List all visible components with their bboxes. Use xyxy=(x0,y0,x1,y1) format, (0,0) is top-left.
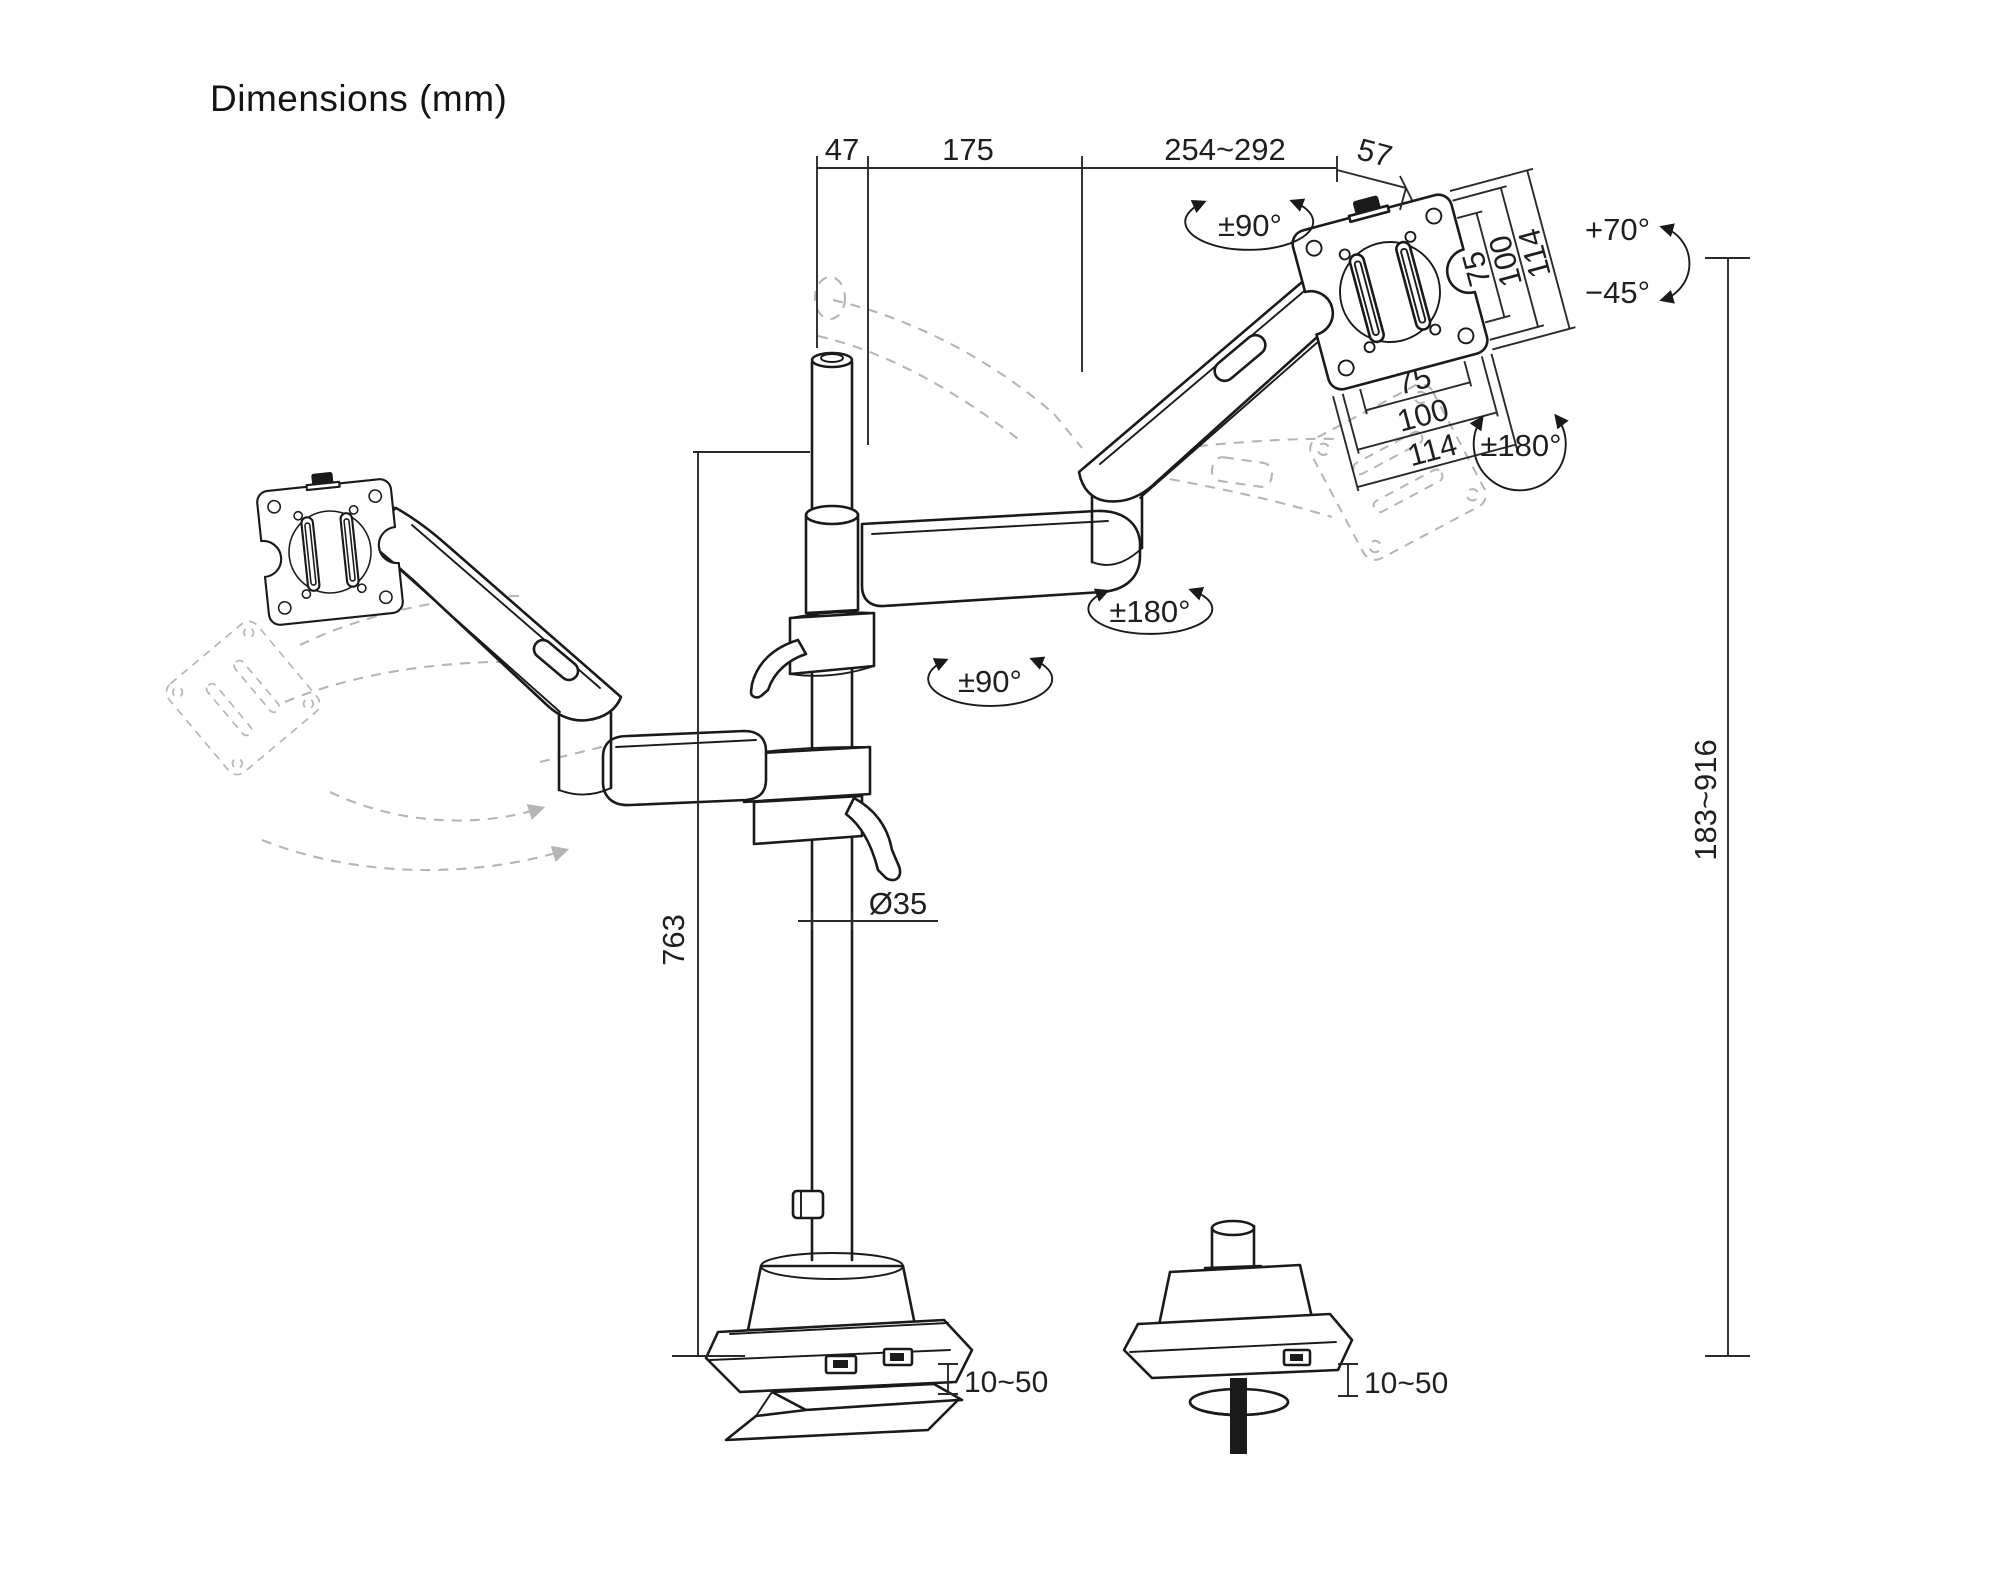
dim-clamp-range: 10~50 xyxy=(964,1366,1048,1399)
desk-thickness-right: 10~50 xyxy=(1338,1363,1448,1400)
page-title: Dimensions (mm) xyxy=(210,78,508,119)
upper-lever xyxy=(749,638,808,699)
angle-swivel-top: ±90° xyxy=(1218,208,1282,243)
cable-clip xyxy=(791,1189,825,1220)
ghost-right-arm-raised xyxy=(813,275,1083,449)
dim-arm-link: 175 xyxy=(942,132,994,167)
usb-ports xyxy=(824,1347,914,1375)
left-arm xyxy=(358,503,768,807)
rotation-indicators: ±90° ±180° ±90° ±180° +70° −45° xyxy=(927,198,1691,707)
dim-pole-diameter: Ø35 xyxy=(869,886,928,921)
dim-vesa-depth: 57 xyxy=(1354,131,1396,174)
angle-swivel-arm: ±180° xyxy=(1109,594,1190,629)
vesa-side-dimensions: 75 100 114 xyxy=(1449,167,1576,351)
pole-height-dimension: 763 xyxy=(656,451,810,1357)
dim-pole-height: 763 xyxy=(656,914,691,966)
pole-diameter-dimension: Ø35 xyxy=(798,886,938,930)
angle-swivel-pole: ±90° xyxy=(958,664,1022,699)
dim-height-range: 183~916 xyxy=(1688,739,1723,861)
angle-tilt-up: +70° xyxy=(1585,212,1650,247)
desk-thickness-left: 10~50 xyxy=(938,1363,1048,1399)
dim-pole-offset: 47 xyxy=(825,132,859,167)
ghost-left-arm-position xyxy=(161,594,607,872)
top-dimension-chain: 47 175 254~292 57 xyxy=(816,131,1413,445)
vesa-plate-right: 75 100 114 75 100 114 xyxy=(1284,167,1576,492)
angle-tilt-down: −45° xyxy=(1585,275,1650,310)
lower-lever xyxy=(844,796,902,882)
height-range-dimension: 183~916 xyxy=(1688,257,1750,1357)
pole-collars xyxy=(742,611,902,1220)
right-arm xyxy=(804,239,1396,618)
angle-rotation-vesa: ±180° xyxy=(1480,428,1561,463)
dim-grommet-range: 10~50 xyxy=(1364,1367,1448,1400)
dim-arm-reach: 254~292 xyxy=(1164,132,1286,167)
clamp-base-left xyxy=(704,1252,974,1442)
grommet-base-right xyxy=(1122,1219,1354,1454)
